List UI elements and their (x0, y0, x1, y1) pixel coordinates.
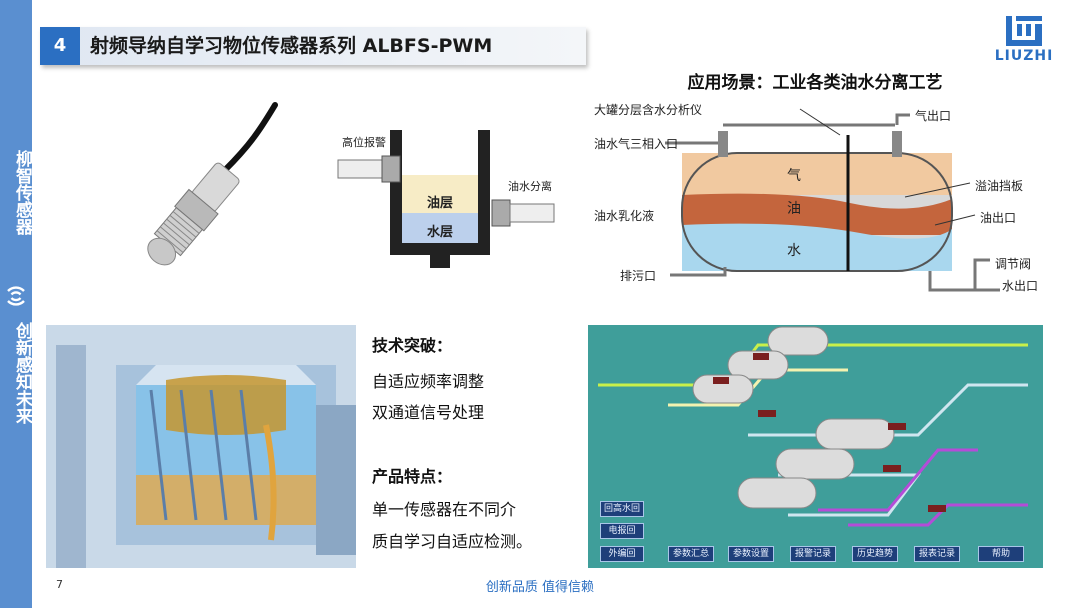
application-scene-title: 应用场景：工业各类油水分离工艺 (687, 73, 943, 93)
scada-monitoring-screenshot: 回高水回 电报回 外编回 参数汇总 参数设置 报警记录 历史趋势 报表记录 帮助 (588, 325, 1043, 568)
page-number: 7 (56, 578, 63, 591)
scada-button[interactable]: 回高水回 (600, 501, 644, 517)
water-layer-label: 水层 (427, 225, 454, 240)
water-outlet-label: 水出口 (1002, 279, 1039, 293)
scada-button[interactable]: 参数设置 (728, 546, 774, 562)
page-title: 射频导纳自学习物位传感器系列 ALBFS-PWM (90, 35, 493, 57)
left-sidebar: 柳智传感器 创新感知未来 (0, 0, 32, 608)
product-features-heading: 产品特点： (372, 467, 453, 486)
valve-label: 调节阀 (995, 257, 1032, 271)
oil-outlet-label: 油出口 (980, 211, 1017, 225)
scada-button[interactable]: 帮助 (978, 546, 1024, 562)
footer-slogan: 创新品质 值得信赖 (485, 580, 595, 595)
emulsion-label: 油水乳化液 (594, 209, 655, 223)
water-zone-label: 水 (787, 243, 801, 259)
inlet-label: 油水气三相入口 (594, 137, 679, 151)
oil-water-tank-diagram: 高位报警 油水分离 油层 水层 (330, 120, 570, 280)
section-number: 4 (40, 27, 80, 65)
three-phase-separator-diagram: 大罐分层含水分析仪 油水气三相入口 油水乳化液 排污口 气出口 溢油挡板 油出口… (590, 95, 1055, 300)
scada-button[interactable]: 报表记录 (914, 546, 960, 562)
scada-button[interactable]: 报警记录 (790, 546, 836, 562)
scada-button[interactable]: 参数汇总 (668, 546, 714, 562)
tech-line-2: 双通道信号处理 (372, 403, 485, 422)
scada-button[interactable]: 历史趋势 (852, 546, 898, 562)
tech-breakthrough-heading: 技术突破： (372, 336, 453, 355)
feature-line-2: 质自学习自适应检测。 (372, 532, 533, 551)
logo-wordmark: LIUZHI (994, 48, 1054, 64)
gas-outlet-label: 气出口 (915, 109, 952, 123)
high-alarm-label: 高位报警 (342, 136, 386, 149)
wireless-icon (7, 286, 25, 306)
weir-label: 溢油挡板 (975, 179, 1024, 193)
sensor-product-image (147, 102, 278, 266)
slide-title-bar: 4 射频导纳自学习物位传感器系列 ALBFS-PWM (40, 27, 586, 65)
liuzhi-logo-icon (1006, 16, 1042, 46)
scada-button[interactable]: 电报回 (600, 523, 644, 539)
oil-layer-label: 油层 (427, 196, 454, 211)
gas-zone-label: 气 (787, 168, 801, 184)
separation-tank-illustration (46, 325, 356, 568)
sidebar-slogan-text: 创新感知未来 (12, 322, 32, 424)
scada-button[interactable]: 外编回 (600, 546, 644, 562)
drain-label: 排污口 (620, 269, 657, 283)
analyzer-label: 大罐分层含水分析仪 (594, 103, 703, 117)
oil-zone-label: 油 (787, 201, 801, 217)
sidebar-brand-text: 柳智传感器 (12, 150, 32, 235)
tech-line-1: 自适应频率调整 (372, 372, 485, 391)
oil-water-separation-label: 油水分离 (508, 180, 552, 193)
feature-line-1: 单一传感器在不同介 (372, 500, 517, 519)
